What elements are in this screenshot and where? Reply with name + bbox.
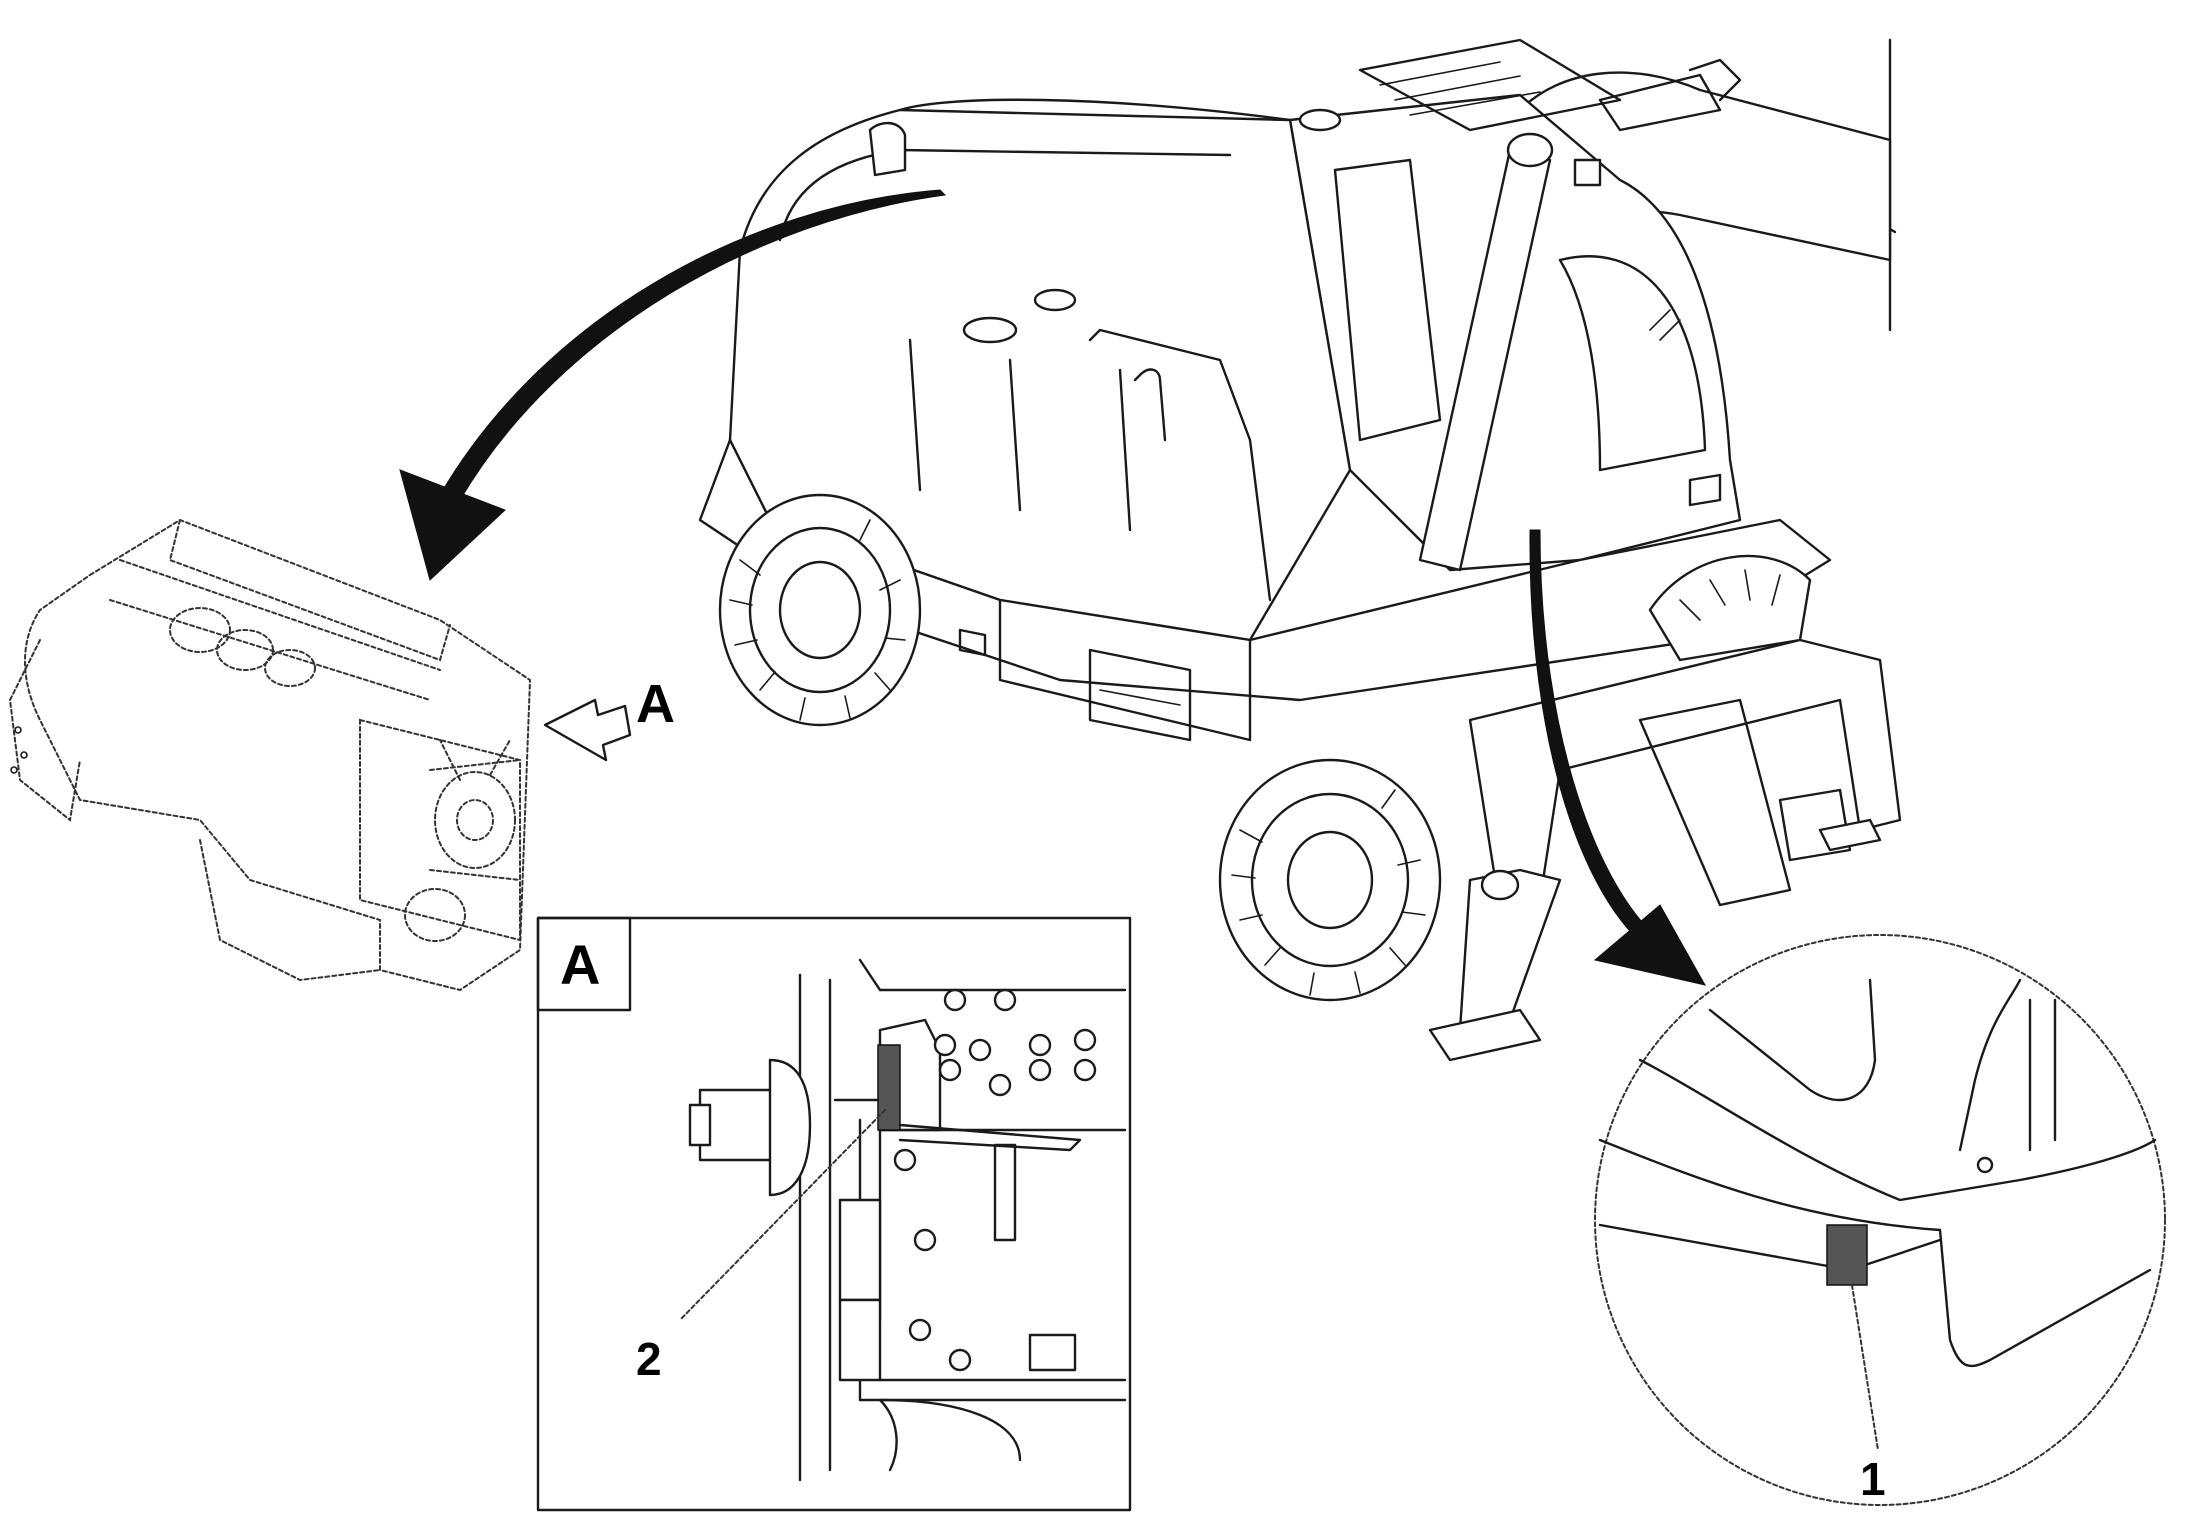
item-2-label: 2	[636, 1333, 662, 1385]
rear-wheel-left	[718, 493, 922, 727]
engine-serial-plate	[877, 1044, 901, 1131]
rear-wheel-right	[1648, 554, 1812, 662]
hollow-arrow-icon	[543, 698, 632, 762]
view-a-callout-label: A	[636, 674, 675, 734]
item-1-label: 1	[1860, 1453, 1886, 1505]
curved-arrow-icon	[1529, 529, 1706, 986]
curved-arrow-icon	[399, 189, 947, 581]
excavator-illustration	[698, 38, 1902, 1062]
detail-view-plate	[1594, 934, 2166, 1506]
front-wheel-left	[1218, 758, 1442, 1002]
view-a-frame-title: A	[560, 933, 600, 996]
engine-illustration	[8, 518, 532, 992]
chassis-serial-plate	[1826, 1224, 1868, 1286]
detail-view-a	[536, 916, 1132, 1512]
